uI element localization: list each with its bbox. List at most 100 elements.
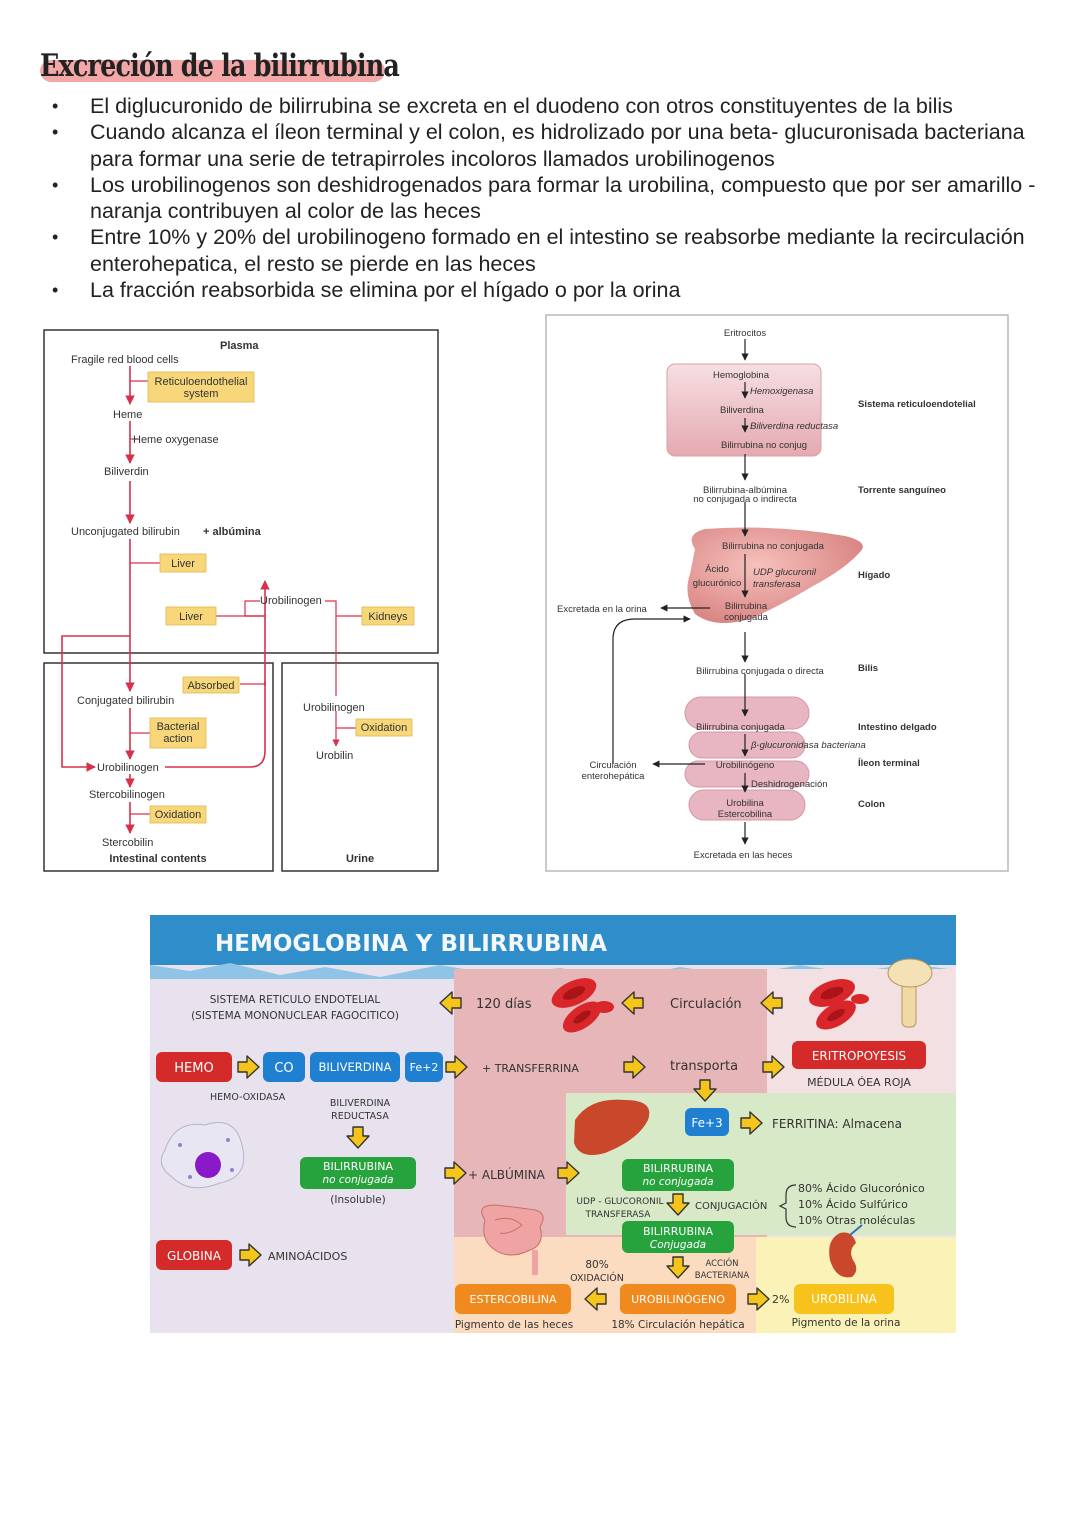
albumina-label: + albúmina <box>203 526 262 538</box>
oxidacion-label: OXIDACIÓN <box>570 1272 624 1284</box>
heme-label: Heme <box>113 409 142 421</box>
ochenta-label: 80% <box>585 1259 608 1271</box>
unconjugated-label: Unconjugated bilirubin <box>71 526 180 538</box>
res-label-1: Reticuloendothelial <box>155 376 248 388</box>
liver-icon <box>574 1099 650 1156</box>
conjugada-label: conjugada <box>724 612 769 623</box>
bacterial-label-1: Bacterial <box>157 721 200 733</box>
biliverdina-label: Biliverdina <box>720 405 765 416</box>
conjugada-label: Conjugada <box>650 1239 706 1251</box>
title-block: Excreción de la bilirrubina <box>40 48 478 84</box>
bilirrubina-conjugada-label: Bilirrubina conjugada <box>696 722 785 733</box>
estercobilina-button: ESTERCOBILINA <box>470 1293 557 1306</box>
accion-label-2: BACTERIANA <box>695 1271 750 1281</box>
urobilinogen-label-intestine: Urobilinogen <box>97 762 159 774</box>
no-conjugada-label-2: no conjugada <box>642 1176 713 1188</box>
bullet-list: El diglucuronido de bilirrubina se excre… <box>48 93 1058 304</box>
fe3-button: Fe+3 <box>691 1116 722 1130</box>
deshidrogenacion-label: Deshidrogenación <box>751 779 828 790</box>
conjugated-label: Conjugated bilirubin <box>77 695 174 707</box>
heme-oxygenase-label: Heme oxygenase <box>133 434 219 446</box>
bullet-item: Entre 10% y 20% del urobilinogeno formad… <box>48 224 1058 277</box>
udp-label-1: UDP - GLUCORONIL <box>576 1197 663 1207</box>
bone-icon <box>887 958 933 1028</box>
fragile-rbc-label: Fragile red blood cells <box>71 354 179 366</box>
eritrocitos-label: Eritrocitos <box>724 328 766 339</box>
bilirrubina-button-label: BILIRRUBINA <box>323 1160 394 1173</box>
biliverdina-button: BILIVERDINA <box>319 1060 392 1074</box>
eritropoyesis-button: ERITROPOYESIS <box>812 1049 906 1063</box>
albumina-label: + ALBÚMINA <box>468 1167 546 1182</box>
urobilin-label: Urobilin <box>316 750 353 762</box>
reductasa-label-2: REDUCTASA <box>331 1111 389 1122</box>
urobilinogen-label-plasma: Urobilinogen <box>260 595 322 607</box>
conjugacion-label: CONJUGACIÓN <box>695 1199 767 1212</box>
ileon-label: Íleon terminal <box>858 758 920 769</box>
biliverdina-reductasa-label: Biliverdina reductasa <box>750 421 838 432</box>
no-conjugada-label: no conjugada <box>322 1174 393 1186</box>
higado-label: Hígado <box>858 570 890 581</box>
stercobilinogen-label: Stercobilinogen <box>89 789 165 801</box>
bilirrubina-conjugada-label: BILIRRUBINA <box>643 1225 714 1238</box>
biliverdin-label: Biliverdin <box>104 466 149 478</box>
macrophage-icon <box>160 1122 245 1189</box>
urobilinogen-label-urine: Urobilinogen <box>303 702 365 714</box>
bilirubin-pathway-diagram: Plasma Fragile red blood cells Reticuloe… <box>43 329 439 872</box>
urobilina-label: Urobilina <box>726 798 764 809</box>
red-blood-cells-icon <box>809 979 869 1030</box>
urobilinogeno-button: UROBILINÓGENO <box>631 1293 725 1306</box>
dias-label: 120 días <box>476 997 532 1012</box>
pigmento-orina-label: Pigmento de la orina <box>792 1317 901 1329</box>
bilirrubina-albumina-label: Bilirrubina-albúmina <box>703 485 788 496</box>
no-conjugada-indirecta-label: no conjugada o indirecta <box>693 494 797 505</box>
hemoglobina-label: Hemoglobina <box>713 370 770 381</box>
torrente-label: Torrente sanguíneo <box>858 485 946 496</box>
circulacion-label-1: Circulación <box>590 760 637 771</box>
urobilinogeno-label: Urobilinógeno <box>716 760 775 771</box>
circulacion-label: Circulación <box>670 997 742 1012</box>
estercobilina-label: Estercobilina <box>718 809 773 820</box>
transferrina-label: + TRANSFERRINA <box>482 1062 579 1075</box>
aminoacidos-label: AMINOÁCIDOS <box>268 1250 347 1263</box>
transporta-label: transporta <box>670 1059 738 1074</box>
intestine-icon <box>481 1204 544 1275</box>
intestinal-contents-label: Intestinal contents <box>109 853 206 865</box>
bullet-item: El diglucuronido de bilirrubina se excre… <box>48 93 1058 120</box>
glucuronico-label: glucurónico <box>693 578 742 589</box>
bilirrubina-button-label-2: BILIRRUBINA <box>643 1162 714 1175</box>
pct-glucoronico-label: 80% Ácido Glucorónico <box>798 1182 925 1195</box>
bacterial-label-2: action <box>163 733 192 745</box>
bilirrubina-no-conjugada-label: Bilirrubina no conjugada <box>722 541 825 552</box>
absorbed-label: Absorbed <box>187 680 234 692</box>
udp-label-2: transferasa <box>753 579 801 590</box>
hemo-oxidasa-label: HEMO-OXIDASA <box>210 1092 286 1103</box>
hemo-button: HEMO <box>174 1061 213 1076</box>
dos-label: 2% <box>772 1293 789 1306</box>
bilirrubina-label: Bilirrubina <box>725 601 768 612</box>
bilirrubina-conjugada-directa-label: Bilirrubina conjugada o directa <box>696 666 825 677</box>
reductasa-label-1: BILIVERDINA <box>330 1098 391 1109</box>
plasma-label: Plasma <box>220 340 259 352</box>
ferritina-label: FERRITINA: Almacena <box>772 1117 902 1131</box>
excretada-orina-label: Excretada en la orina <box>557 604 647 615</box>
pct-otras-label: 10% Otras moléculas <box>798 1214 915 1227</box>
insoluble-label: (Insoluble) <box>330 1194 385 1206</box>
medula-label: MÉDULA ÓEA ROJA <box>807 1076 911 1089</box>
liver-label-1: Liver <box>171 558 195 570</box>
liver-label-2: Liver <box>179 611 203 623</box>
sistema-label-1: SISTEMA RETICULO ENDOTELIAL <box>210 994 381 1006</box>
res-label-2: system <box>184 388 219 400</box>
circulacion-label-2: enterohepática <box>582 771 646 782</box>
urine-label: Urine <box>346 853 374 865</box>
bullet-item: La fracción reabsorbida se elimina por e… <box>48 277 1058 304</box>
pigmento-heces-label: Pigmento de las heces <box>455 1319 573 1331</box>
oxidation-label-1: Oxidation <box>155 809 201 821</box>
bilirrubina-no-conjug-label: Bilirrubina no conjug <box>721 440 807 451</box>
intestino-delgado-label: Intestino delgado <box>858 722 937 733</box>
stercobilin-label: Stercobilin <box>102 837 153 849</box>
infographic-title: HEMOGLOBINA Y BILIRRUBINA <box>215 931 607 957</box>
bilis-label: Bilis <box>858 663 878 674</box>
oxidation-label-2: Oxidation <box>361 722 407 734</box>
fe2-button: Fe+2 <box>410 1061 439 1074</box>
accion-label-1: ACCIÓN <box>705 1257 738 1269</box>
